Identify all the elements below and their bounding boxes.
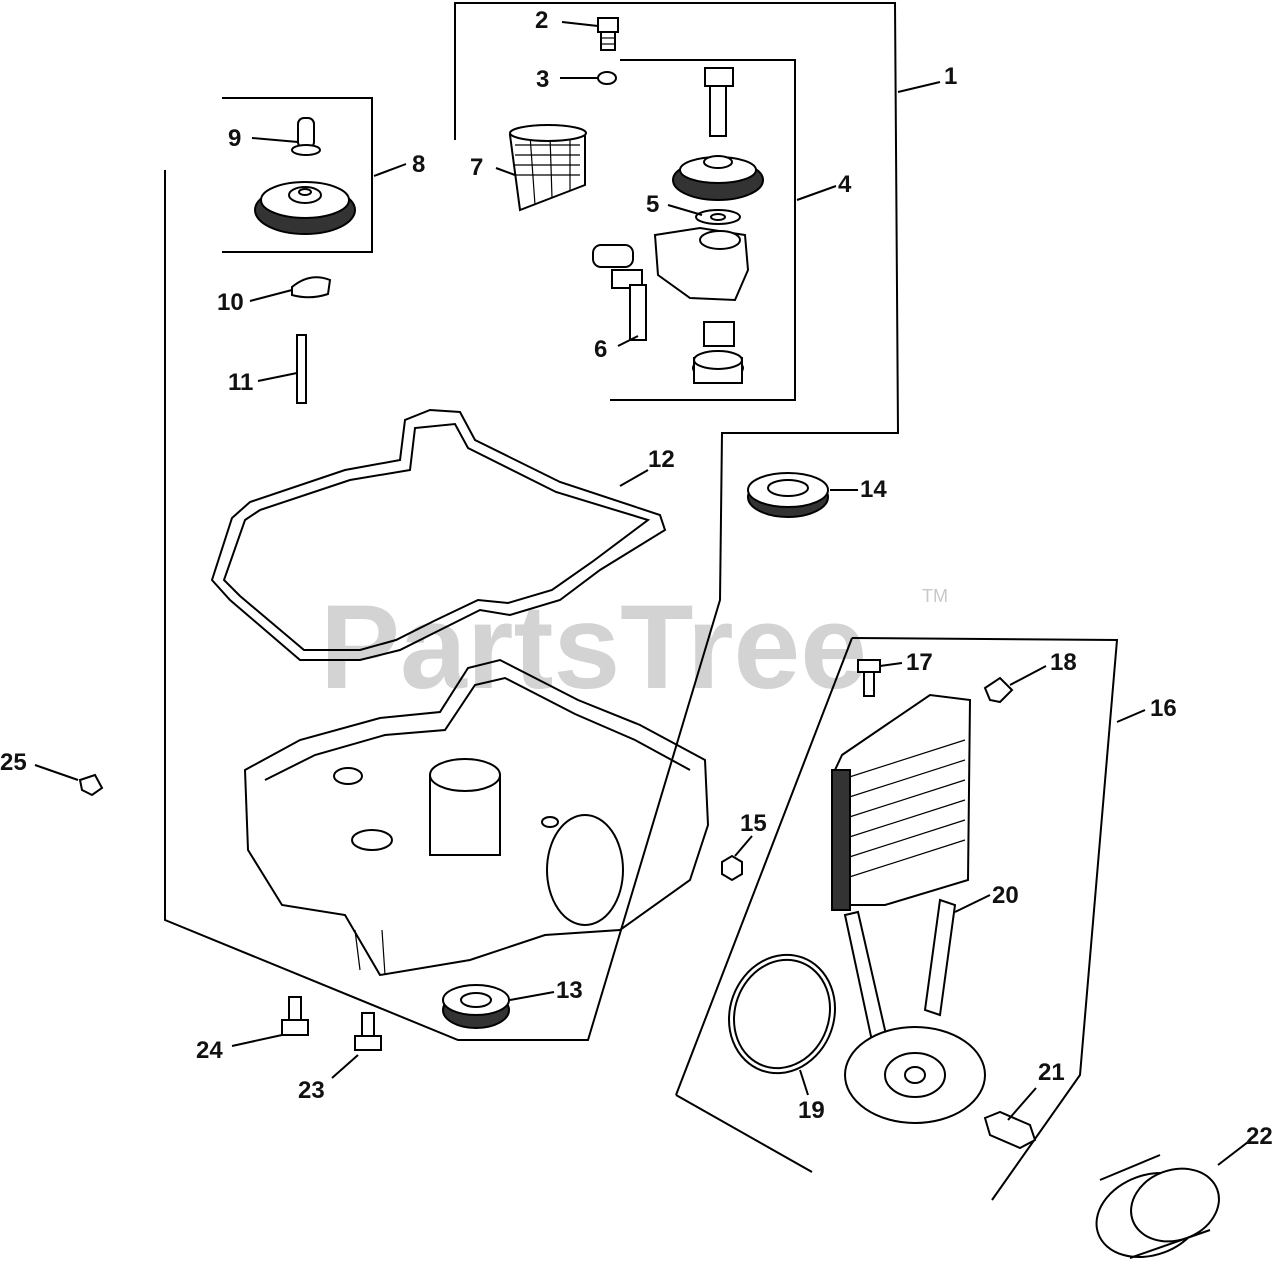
callout-19[interactable]: 19 [798, 1097, 825, 1124]
callout-9[interactable]: 9 [228, 125, 241, 152]
callout-5[interactable]: 5 [646, 191, 659, 218]
part-4-pump-assembly [592, 67, 764, 384]
part-17-screw [857, 659, 881, 697]
callout-12[interactable]: 12 [648, 446, 675, 473]
callout-6[interactable]: 6 [594, 336, 607, 363]
part-8-gear [254, 181, 356, 235]
callout-24[interactable]: 24 [196, 1037, 223, 1064]
oil-pan [243, 658, 710, 977]
part-18-clip [983, 676, 1014, 704]
part-12-gasket [210, 408, 667, 661]
part-19-o-ring [728, 953, 836, 1075]
callout-11[interactable]: 11 [228, 369, 253, 396]
callout-15[interactable]: 15 [740, 810, 767, 837]
callout-10[interactable]: 10 [217, 289, 244, 316]
part-10-washer [291, 276, 332, 299]
part-2-screw [597, 17, 619, 51]
callout-7[interactable]: 7 [470, 154, 483, 181]
part-23-bolt [354, 1012, 382, 1051]
part-15-nut [721, 854, 743, 882]
callout-14[interactable]: 14 [860, 476, 887, 503]
callout-25[interactable]: 25 [0, 749, 27, 776]
callout-1[interactable]: 1 [944, 63, 957, 90]
callout-22[interactable]: 22 [1246, 1123, 1273, 1150]
callout-17[interactable]: 17 [906, 649, 933, 676]
part-25-plug [78, 773, 104, 797]
part-22-oil-filter [1095, 1154, 1220, 1259]
callout-2[interactable]: 2 [535, 7, 548, 34]
callout-8[interactable]: 8 [412, 151, 425, 178]
part-24-bolt [281, 996, 309, 1036]
callout-4[interactable]: 4 [838, 171, 852, 198]
group-frame-16 [851, 637, 1119, 1201]
callout-3[interactable]: 3 [536, 66, 549, 93]
watermark-text: PartsTree [320, 580, 867, 714]
group-frame-1 [164, 2, 900, 1041]
part-20-oil-cooler [830, 693, 986, 1124]
callout-13[interactable]: 13 [556, 977, 583, 1004]
group-frame-4 [610, 59, 796, 401]
part-21-fitting [983, 1110, 1037, 1150]
callout-16[interactable]: 16 [1150, 695, 1177, 722]
group-frame-8 [222, 97, 373, 253]
callout-18[interactable]: 18 [1050, 649, 1077, 676]
callout-21[interactable]: 21 [1038, 1059, 1065, 1086]
part-3-washer [597, 71, 617, 85]
watermark-trademark: TM [922, 586, 948, 606]
leader-lines [34, 21, 1249, 1166]
part-9-pin [291, 117, 321, 156]
part-7-screen [508, 124, 587, 212]
part-11-rod [296, 334, 307, 404]
callout-20[interactable]: 20 [992, 882, 1019, 909]
callout-23[interactable]: 23 [298, 1077, 325, 1104]
part-14-seal-ring [747, 472, 829, 518]
part-13-seal [442, 984, 510, 1029]
